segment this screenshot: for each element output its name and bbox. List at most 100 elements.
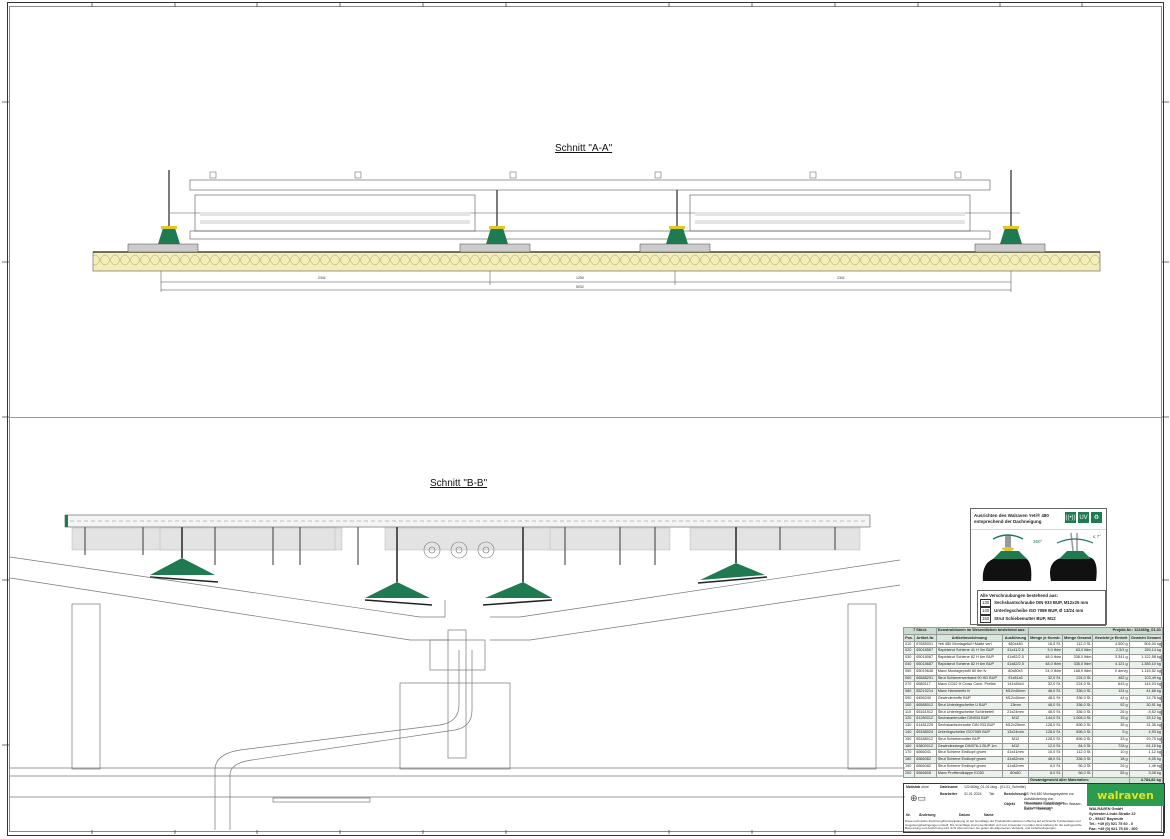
dimension-left-span: 2341: [318, 276, 326, 280]
col-qty-total: Menge Gesamt: [1061, 633, 1094, 642]
table-cell: Maxx Montageprofil 80 6m fv: [935, 667, 1003, 676]
table-cell: 480x480: [1001, 640, 1030, 649]
table-cell: 112,0 St.: [1061, 749, 1094, 758]
table-cell: Maxx CC62 H Cross Conn. Prefab: [935, 681, 1003, 690]
name-label: Name: [984, 813, 994, 817]
section-divider: [9, 417, 1161, 418]
drawing-frame: [7, 2, 1164, 836]
table-cell: 3,0 lfdm: [1028, 647, 1063, 656]
table-cell: 150: [902, 735, 916, 744]
col-pos: Pos.: [902, 633, 916, 642]
roof-structure: [9, 556, 905, 830]
bom-construction-header: Konstruktionen im Wesentlichen bestehend…: [935, 627, 1030, 635]
table-cell: Strut Schiene Endkopf gruen: [935, 749, 1003, 758]
table-cell: 040: [902, 660, 916, 669]
table-cell: 84,0 St.: [1061, 742, 1094, 751]
description-label: Bezeichnung: [1004, 792, 1026, 796]
table-cell: 48,0 lfdm: [1028, 660, 1063, 669]
table-cell: 30,91 kg: [1128, 701, 1164, 710]
table-cell: 32,0 St.: [1028, 674, 1063, 683]
company-address: WALRAVEN GmbH Sylvester-Linde-Straße 22 …: [1089, 807, 1138, 831]
author-value: Tsk: [989, 792, 995, 796]
table-cell: 140: [902, 728, 916, 737]
table-cell: 56,0 St.: [1061, 762, 1094, 771]
table-cell: 128,0 St.: [1028, 728, 1063, 737]
table-cell: 896,0 St.: [1061, 735, 1094, 744]
table-cell: M12x40mm: [1001, 694, 1030, 703]
table-cell: 3,08 kg: [1128, 769, 1164, 778]
table-cell: 48,0 St.: [1028, 701, 1063, 710]
yeti-foot-a4: [974, 170, 1046, 253]
author-label: Bearbeiter: [940, 792, 958, 796]
table-cell: 31,36 kg: [1128, 722, 1164, 730]
yeti-foot-b2: [364, 527, 433, 606]
date-label: Datum: [959, 813, 970, 817]
tilt-label: ≤ 7°: [1093, 534, 1102, 539]
table-cell: 336,0 St.: [1061, 694, 1094, 703]
bom-qty-header: 7 Stück: [903, 627, 937, 635]
table-cell: 41x82mm: [1001, 762, 1030, 771]
dimension-middle-span: 1250: [576, 276, 584, 280]
section-a-title: Schnitt "A-A": [555, 143, 613, 154]
table-cell: 504,00 kg: [1128, 640, 1164, 649]
table-cell: 224,0 St.: [1061, 674, 1094, 683]
table-cell: 41x82/2,5: [1001, 660, 1030, 669]
table-cell: M12x25mm: [1001, 722, 1030, 730]
pipes: [423, 541, 495, 559]
table-cell: Gewindestange DIN976-1 BUP 1m: [935, 742, 1003, 751]
table-cell: 1,12 kg: [1128, 749, 1164, 758]
recycle-icon: ♻: [1091, 512, 1102, 523]
table-cell: 6456240: [914, 694, 937, 703]
title-block: Maßstab ohne Dateiname 122460tg_01-01.dw…: [903, 783, 1165, 833]
table-cell: 29,75 kg: [1128, 735, 1164, 744]
scale-label: Maßstab: [906, 785, 921, 789]
alignment-info-box: Ausrichten des Walraven Yeti® 480 entspr…: [970, 508, 1107, 626]
table-cell: 030: [902, 654, 916, 662]
table-cell: Strut Schiene Endkopf gruen: [935, 762, 1003, 771]
table-cell: 16,0 St.: [1028, 749, 1063, 758]
table-cell: 8,0 St.: [1028, 762, 1063, 771]
table-cell: 070: [902, 681, 916, 690]
table-cell: 65219214: [914, 688, 937, 696]
table-cell: 67685001: [914, 640, 937, 649]
table-cell: 65018567: [914, 647, 937, 656]
table-cell: 0 den/g: [1092, 667, 1130, 676]
table-cell: M12: [1001, 715, 1030, 724]
table-cell: 91x81x6: [1001, 674, 1030, 683]
table-cell: 6566808: [914, 769, 937, 778]
table-cell: 124 g: [1092, 688, 1130, 696]
table-cell: Gewindemuffe BUP: [935, 694, 1003, 703]
table-cell: 66588291: [914, 674, 937, 683]
table-cell: 6566062: [914, 756, 937, 764]
yeti-foot-b3: [482, 527, 553, 606]
bill-of-materials-table: 7 Stück Konstruktionen im Wesentlichen b…: [902, 627, 1164, 785]
table-cell: 3.341 g: [1092, 654, 1130, 662]
table-cell: 1.115,52 kg: [1128, 667, 1164, 676]
table-cell: 63800012: [914, 742, 937, 751]
table-cell: 1.008,0 St.: [1061, 715, 1094, 724]
table-cell: 6,05 kg: [1128, 756, 1164, 764]
table-cell: 32,0 St.: [1028, 681, 1063, 690]
table-cell: 66588012: [914, 701, 937, 710]
table-cell: 80x80: [1001, 769, 1030, 778]
table-cell: 336,0 lfdm: [1061, 660, 1094, 669]
filename-label: Dateiname: [940, 785, 958, 789]
col-weight-unit: Gewicht je Einheit: [1092, 633, 1130, 642]
table-cell: 090: [902, 694, 916, 703]
info-box-heading: Ausrichten des Walraven Yeti® 480 entspr…: [974, 513, 1049, 524]
col-qty-per: Menge je Konstr.: [1028, 633, 1063, 642]
info-icons: ((•)) UV ♻: [1065, 512, 1102, 523]
table-cell: 8,52 kg: [1128, 708, 1164, 717]
section-a-drawing: [92, 170, 1101, 292]
